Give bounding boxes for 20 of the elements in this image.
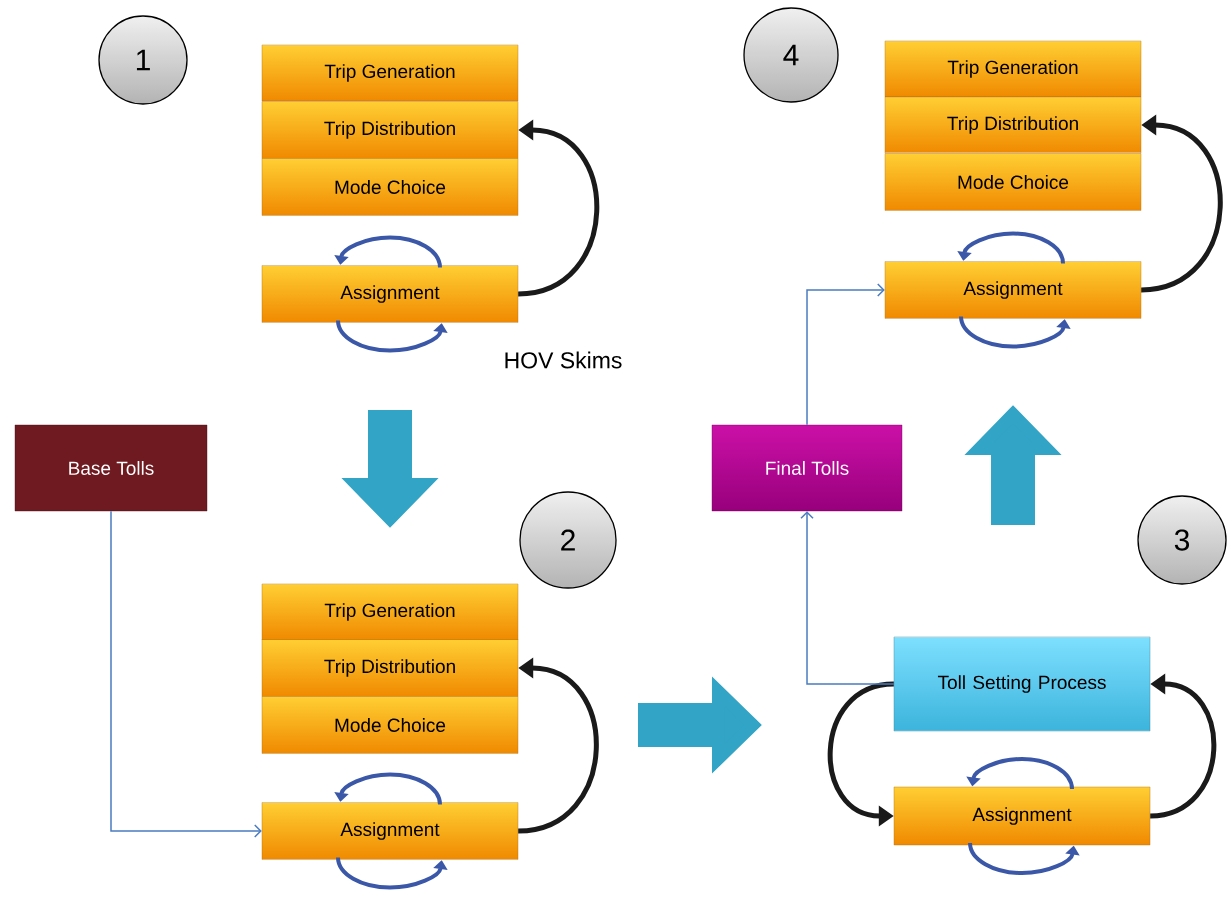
process-box: Assignment <box>261 802 519 860</box>
process-box: Trip Generation <box>261 44 519 102</box>
process-box: Trip Generation <box>884 40 1142 98</box>
process-box: Assignment <box>261 265 519 323</box>
process-box: Trip Distribution <box>261 101 519 159</box>
connector-arrow <box>806 283 885 426</box>
process-box: Final Tolls <box>711 424 903 512</box>
process-box: Base Tolls <box>14 424 208 512</box>
process-box: Mode Choice <box>261 696 519 754</box>
process-box: Assignment <box>893 786 1151 846</box>
process-box: Trip Distribution <box>261 639 519 697</box>
process-box: Mode Choice <box>261 158 519 216</box>
note-text: HOV Skims <box>505 351 622 369</box>
process-box: Toll Setting Process <box>893 636 1151 732</box>
connector-arrow <box>110 510 262 838</box>
process-box: Trip Distribution <box>884 96 1142 154</box>
process-box: Assignment <box>884 261 1142 319</box>
connector-arrow <box>800 511 895 685</box>
process-box: Trip Generation <box>261 583 519 641</box>
process-box: Mode Choice <box>884 153 1142 211</box>
